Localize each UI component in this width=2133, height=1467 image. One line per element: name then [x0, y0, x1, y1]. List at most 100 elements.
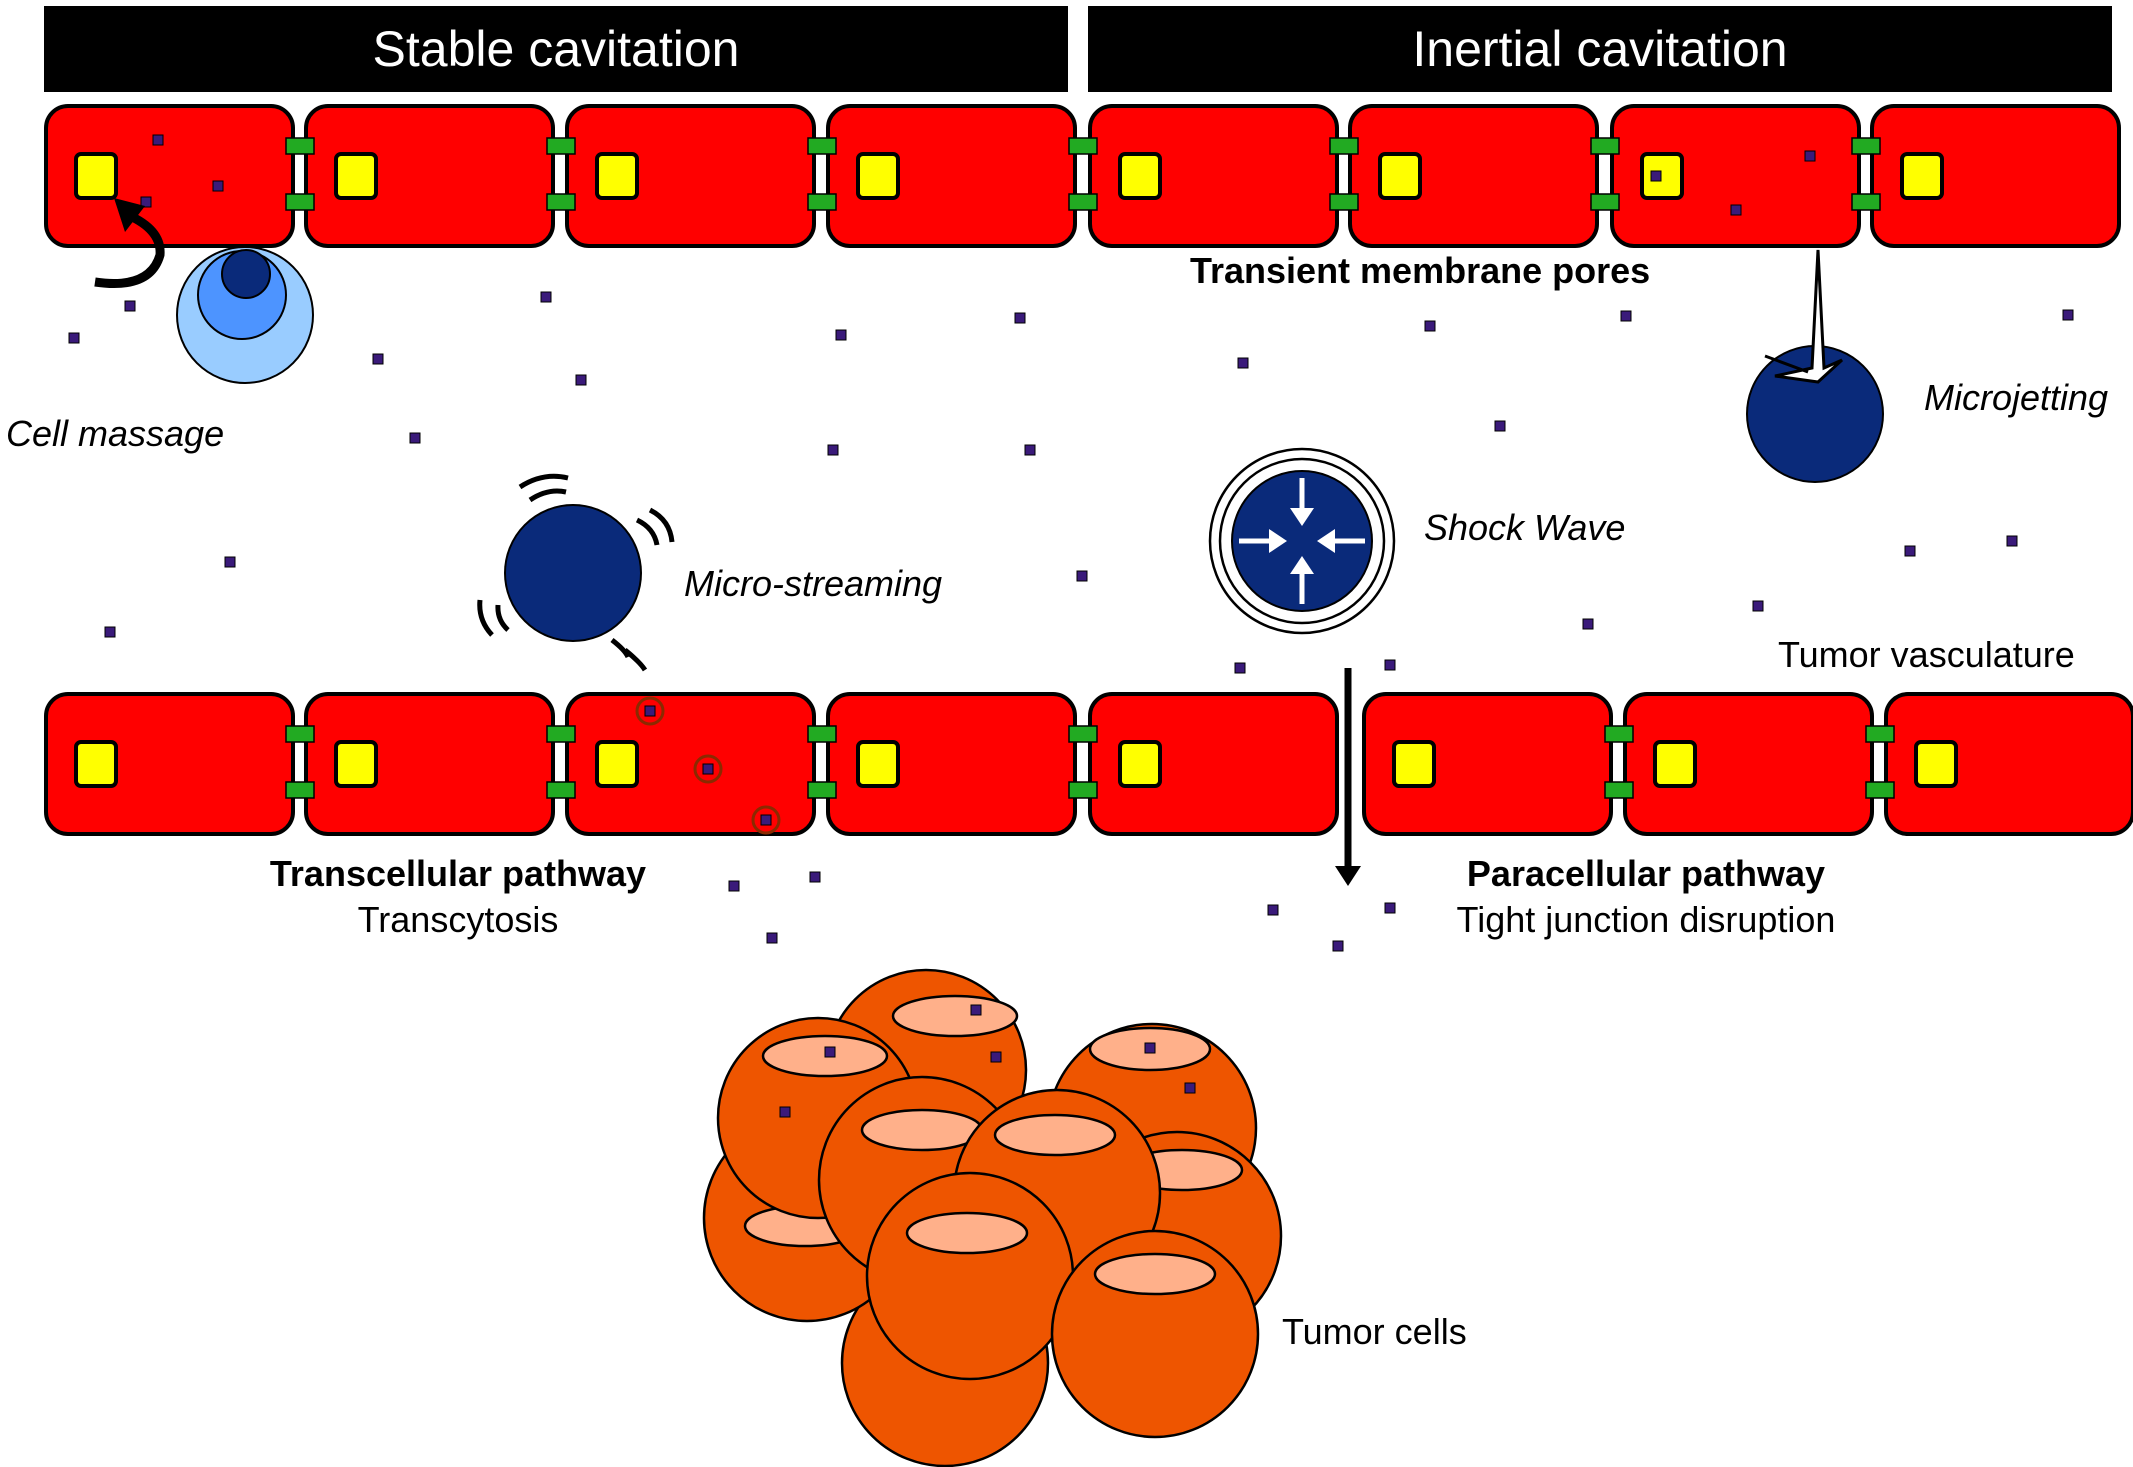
- drug-particle: [970, 1004, 982, 1016]
- nucleus: [334, 152, 378, 200]
- shock-wave-label: Shock Wave: [1424, 507, 1625, 548]
- endothelial-cell: [44, 692, 295, 836]
- tight-junction: [1068, 193, 1098, 211]
- endothelial-cell: [1610, 104, 1861, 248]
- nucleus: [1378, 152, 1422, 200]
- drug-particle: [104, 626, 116, 638]
- nucleus: [1392, 740, 1436, 788]
- drug-particle: [372, 353, 384, 365]
- drug-particle: [766, 932, 778, 944]
- tight-junction: [1865, 725, 1895, 743]
- drug-particle: [1076, 570, 1088, 582]
- drug-particle: [1494, 420, 1506, 432]
- down-arrow-icon: [1335, 668, 1361, 886]
- drug-particle: [702, 763, 714, 775]
- drug-particle: [1184, 1082, 1196, 1094]
- tight-junction: [546, 137, 576, 155]
- header-inertial: Inertial cavitation: [1088, 6, 2112, 92]
- nucleus: [74, 740, 118, 788]
- drug-particle: [68, 332, 80, 344]
- tight-junction: [546, 193, 576, 211]
- bottom-endothelial-layer: [44, 692, 2133, 836]
- drug-particle: [824, 1046, 836, 1058]
- tumor-cell: [1050, 1229, 1260, 1439]
- drug-particle: [809, 871, 821, 883]
- endothelial-cell: [1884, 692, 2133, 836]
- header-stable-label: Stable cavitation: [373, 21, 740, 77]
- drug-particle: [1014, 312, 1026, 324]
- drug-particle: [1384, 902, 1396, 914]
- nucleus: [1118, 740, 1162, 788]
- drug-particle: [2062, 309, 2074, 321]
- nucleus: [1118, 152, 1162, 200]
- drug-particle: [124, 300, 136, 312]
- tumor-cell-cluster: [702, 968, 1283, 1467]
- nucleus: [1640, 152, 1684, 200]
- drug-particle: [990, 1051, 1002, 1063]
- paracellular-pathway-label: Paracellular pathway: [1467, 853, 1825, 894]
- tight-junction: [1851, 137, 1881, 155]
- nucleus: [856, 740, 900, 788]
- tumor-nucleus: [891, 994, 1019, 1038]
- tight-junction: [807, 725, 837, 743]
- oscillating-bubble-icon: [477, 473, 675, 672]
- tight-junction: [807, 137, 837, 155]
- nucleus: [334, 740, 378, 788]
- tight-junction: [1329, 137, 1359, 155]
- tight-junction: [1851, 193, 1881, 211]
- drug-particle: [575, 374, 587, 386]
- nucleus: [1914, 740, 1958, 788]
- drug-particle: [1804, 150, 1816, 162]
- drug-particle: [644, 705, 656, 717]
- nucleus: [1653, 740, 1697, 788]
- endothelial-cell: [826, 692, 1077, 836]
- endothelial-cell: [1088, 692, 1339, 836]
- tight-junction-disruption-label: Tight junction disruption: [1457, 899, 1836, 940]
- tight-junction: [1068, 137, 1098, 155]
- drug-particles: [68, 134, 2074, 952]
- tumor-nucleus: [860, 1108, 984, 1152]
- drug-particle: [1144, 1042, 1156, 1054]
- drug-particle: [540, 291, 552, 303]
- tight-junction: [285, 781, 315, 799]
- drug-particle: [1267, 904, 1279, 916]
- drug-particle: [779, 1106, 791, 1118]
- drug-particle: [1650, 170, 1662, 182]
- drug-particle: [827, 444, 839, 456]
- drug-particle: [1904, 545, 1916, 557]
- tight-junction: [1590, 193, 1620, 211]
- drug-particle: [152, 134, 164, 146]
- drug-particle: [1582, 618, 1594, 630]
- cell-massage-bubble-icon: [176, 246, 314, 384]
- drug-particle: [224, 556, 236, 568]
- drug-particle: [1237, 357, 1249, 369]
- endothelial-cell: [1623, 692, 1874, 836]
- nucleus: [595, 740, 639, 788]
- cell-massage-label: Cell massage: [6, 413, 224, 454]
- tight-junction: [807, 781, 837, 799]
- drug-particle: [212, 180, 224, 192]
- drug-particle: [1024, 444, 1036, 456]
- tight-junction: [807, 193, 837, 211]
- nucleus: [74, 152, 118, 200]
- transcellular-pathway-label: Transcellular pathway: [270, 853, 646, 894]
- drug-particle: [835, 329, 847, 341]
- tumor-cells-label: Tumor cells: [1282, 1311, 1467, 1352]
- tight-junction: [546, 725, 576, 743]
- endothelial-cell: [826, 104, 1077, 248]
- transcytosis-label: Transcytosis: [358, 899, 559, 940]
- tight-junction: [285, 137, 315, 155]
- tight-junction: [1068, 725, 1098, 743]
- micro-streaming-label: Micro-streaming: [684, 563, 942, 604]
- header-inertial-label: Inertial cavitation: [1412, 21, 1787, 77]
- microjetting-label: Microjetting: [1924, 377, 2108, 418]
- drug-particle: [760, 814, 772, 826]
- microjet-bubble-icon: [1746, 249, 1884, 483]
- tight-junction: [1329, 193, 1359, 211]
- drug-particle: [1730, 204, 1742, 216]
- tight-junction: [285, 725, 315, 743]
- endothelial-cell: [1362, 692, 1613, 836]
- endothelial-cell: [1348, 104, 1599, 248]
- tight-junction: [1590, 137, 1620, 155]
